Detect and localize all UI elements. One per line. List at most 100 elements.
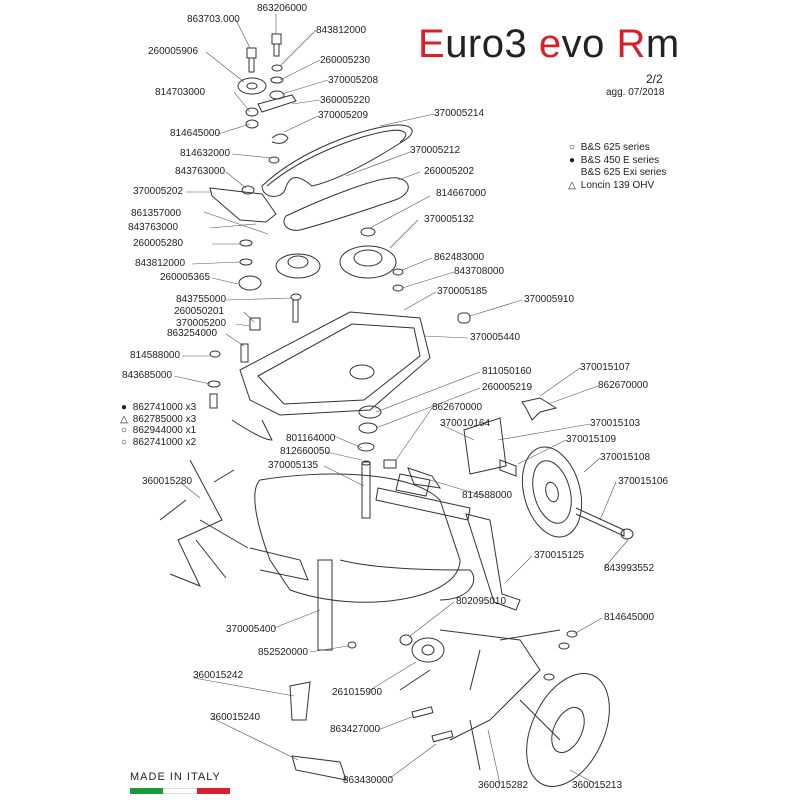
part-label: 861357000 xyxy=(131,208,182,219)
hub-flange xyxy=(411,637,445,663)
part-label: 370015103 xyxy=(590,418,641,429)
part-label: 814632000 xyxy=(180,148,231,159)
gearbox-flange xyxy=(339,559,475,601)
part-label: 260005230 xyxy=(320,55,371,66)
part-label: 863427000 xyxy=(330,724,381,735)
part-label: 814588000 xyxy=(462,490,513,501)
washer xyxy=(271,64,283,72)
washer xyxy=(270,76,284,84)
part-label: 814667000 xyxy=(436,188,487,199)
italy-flag-icon xyxy=(130,788,230,794)
bolt xyxy=(292,299,299,323)
part-label: 862670000 xyxy=(432,402,483,413)
wheel-axle xyxy=(575,507,625,537)
washer xyxy=(239,239,253,247)
hub-flange-center xyxy=(421,644,435,656)
legend-label: B&S 625 Exi series xyxy=(580,167,667,178)
washer xyxy=(207,380,221,388)
kit-label: 862785000 x3 xyxy=(132,413,197,425)
shaft-top xyxy=(361,460,371,466)
part-label: 360015242 xyxy=(193,670,244,681)
wheel-rim xyxy=(532,460,572,524)
leader-lines xyxy=(173,14,629,785)
housing-hole xyxy=(349,364,375,380)
engine-legend: ○ B&S 625 series ● B&S 450 E series B&S … xyxy=(566,142,666,192)
part-label: 814703000 xyxy=(155,87,206,98)
side-guard-lower xyxy=(291,755,347,781)
part-label: 260005906 xyxy=(148,46,199,57)
triangle-icon: △ xyxy=(568,179,576,191)
washer xyxy=(209,350,221,358)
tines-right xyxy=(399,629,561,771)
flag-stripe xyxy=(163,788,197,794)
belt-long-inner xyxy=(266,129,407,187)
part-label: 370005214 xyxy=(434,108,485,119)
plug xyxy=(457,312,471,324)
bolt xyxy=(411,706,434,719)
part-label: 843993552 xyxy=(604,563,655,574)
part-label: 370005212 xyxy=(410,145,461,156)
part-label: 843685000 xyxy=(122,370,173,381)
part-label: 260050201 xyxy=(174,306,225,317)
pin-bracket xyxy=(395,473,431,497)
housing-lip xyxy=(231,419,273,441)
title-part: vo xyxy=(561,22,617,66)
spacer xyxy=(399,634,413,646)
part-label: 812660050 xyxy=(280,446,331,457)
part-label: 370005910 xyxy=(524,294,575,305)
kit-list: ● 862741000 x3 △ 862785000 x3 ○ 86294400… xyxy=(118,402,196,448)
flag-stripe xyxy=(130,788,164,794)
part-label: 843812000 xyxy=(135,258,186,269)
legend-item: B&S 625 Exi series xyxy=(566,167,667,180)
part-label: 801164000 xyxy=(286,433,336,444)
legend-label: B&S 450 E series xyxy=(580,154,660,166)
part-label: 370015108 xyxy=(600,452,651,463)
circle-open-icon: ○ xyxy=(568,142,576,153)
part-label: 370015107 xyxy=(580,362,631,373)
wheel-hub xyxy=(545,481,559,503)
part-label: 814645000 xyxy=(604,612,655,623)
washer xyxy=(290,293,302,301)
wheel-spacer xyxy=(499,459,517,477)
diagram-title: Euro3 evo Rm xyxy=(418,22,680,67)
axle-cap xyxy=(620,528,634,540)
page-number: 2/2 xyxy=(646,72,663,86)
part-label: 843763000 xyxy=(128,222,179,233)
gearbox-arm xyxy=(375,487,471,521)
title-part: R xyxy=(616,22,646,66)
shaft xyxy=(361,461,371,519)
legend-label: Loncin 139 OHV xyxy=(580,179,655,191)
support-leg xyxy=(317,559,333,651)
title-part: m xyxy=(645,22,680,66)
spring xyxy=(271,133,289,144)
guard-disc-hub xyxy=(551,706,585,754)
part-label: 862670000 xyxy=(598,380,649,391)
housing-plate-inner xyxy=(257,323,421,405)
belt-long xyxy=(261,124,413,197)
pin xyxy=(383,459,397,469)
part-label: 863254000 xyxy=(167,328,218,339)
nut xyxy=(360,227,376,237)
part-label: 360015280 xyxy=(142,476,193,487)
tines-left xyxy=(159,459,249,587)
part-label: 370005132 xyxy=(424,214,475,225)
part-label: 260005365 xyxy=(160,272,211,283)
part-label: 370015125 xyxy=(534,550,585,561)
part-label: 811050160 xyxy=(482,366,532,377)
part-label: 370005208 xyxy=(328,75,379,86)
part-label: 260005219 xyxy=(482,382,533,393)
part-label: 360015213 xyxy=(572,780,623,791)
wheel-tyre xyxy=(521,446,583,538)
grease-nipple xyxy=(347,641,357,649)
part-label: 260005202 xyxy=(424,166,475,177)
nut xyxy=(241,185,255,195)
top-bolt-left xyxy=(246,47,257,73)
bracket xyxy=(209,187,277,223)
part-label: 370005440 xyxy=(470,332,521,343)
circle-filled-icon: ● xyxy=(568,154,576,166)
part-label: 863703.000 xyxy=(187,14,240,25)
part-label: 852520000 xyxy=(258,647,309,658)
wheel-bracket xyxy=(463,417,507,475)
nut xyxy=(543,673,555,681)
pulley-large xyxy=(339,245,397,279)
